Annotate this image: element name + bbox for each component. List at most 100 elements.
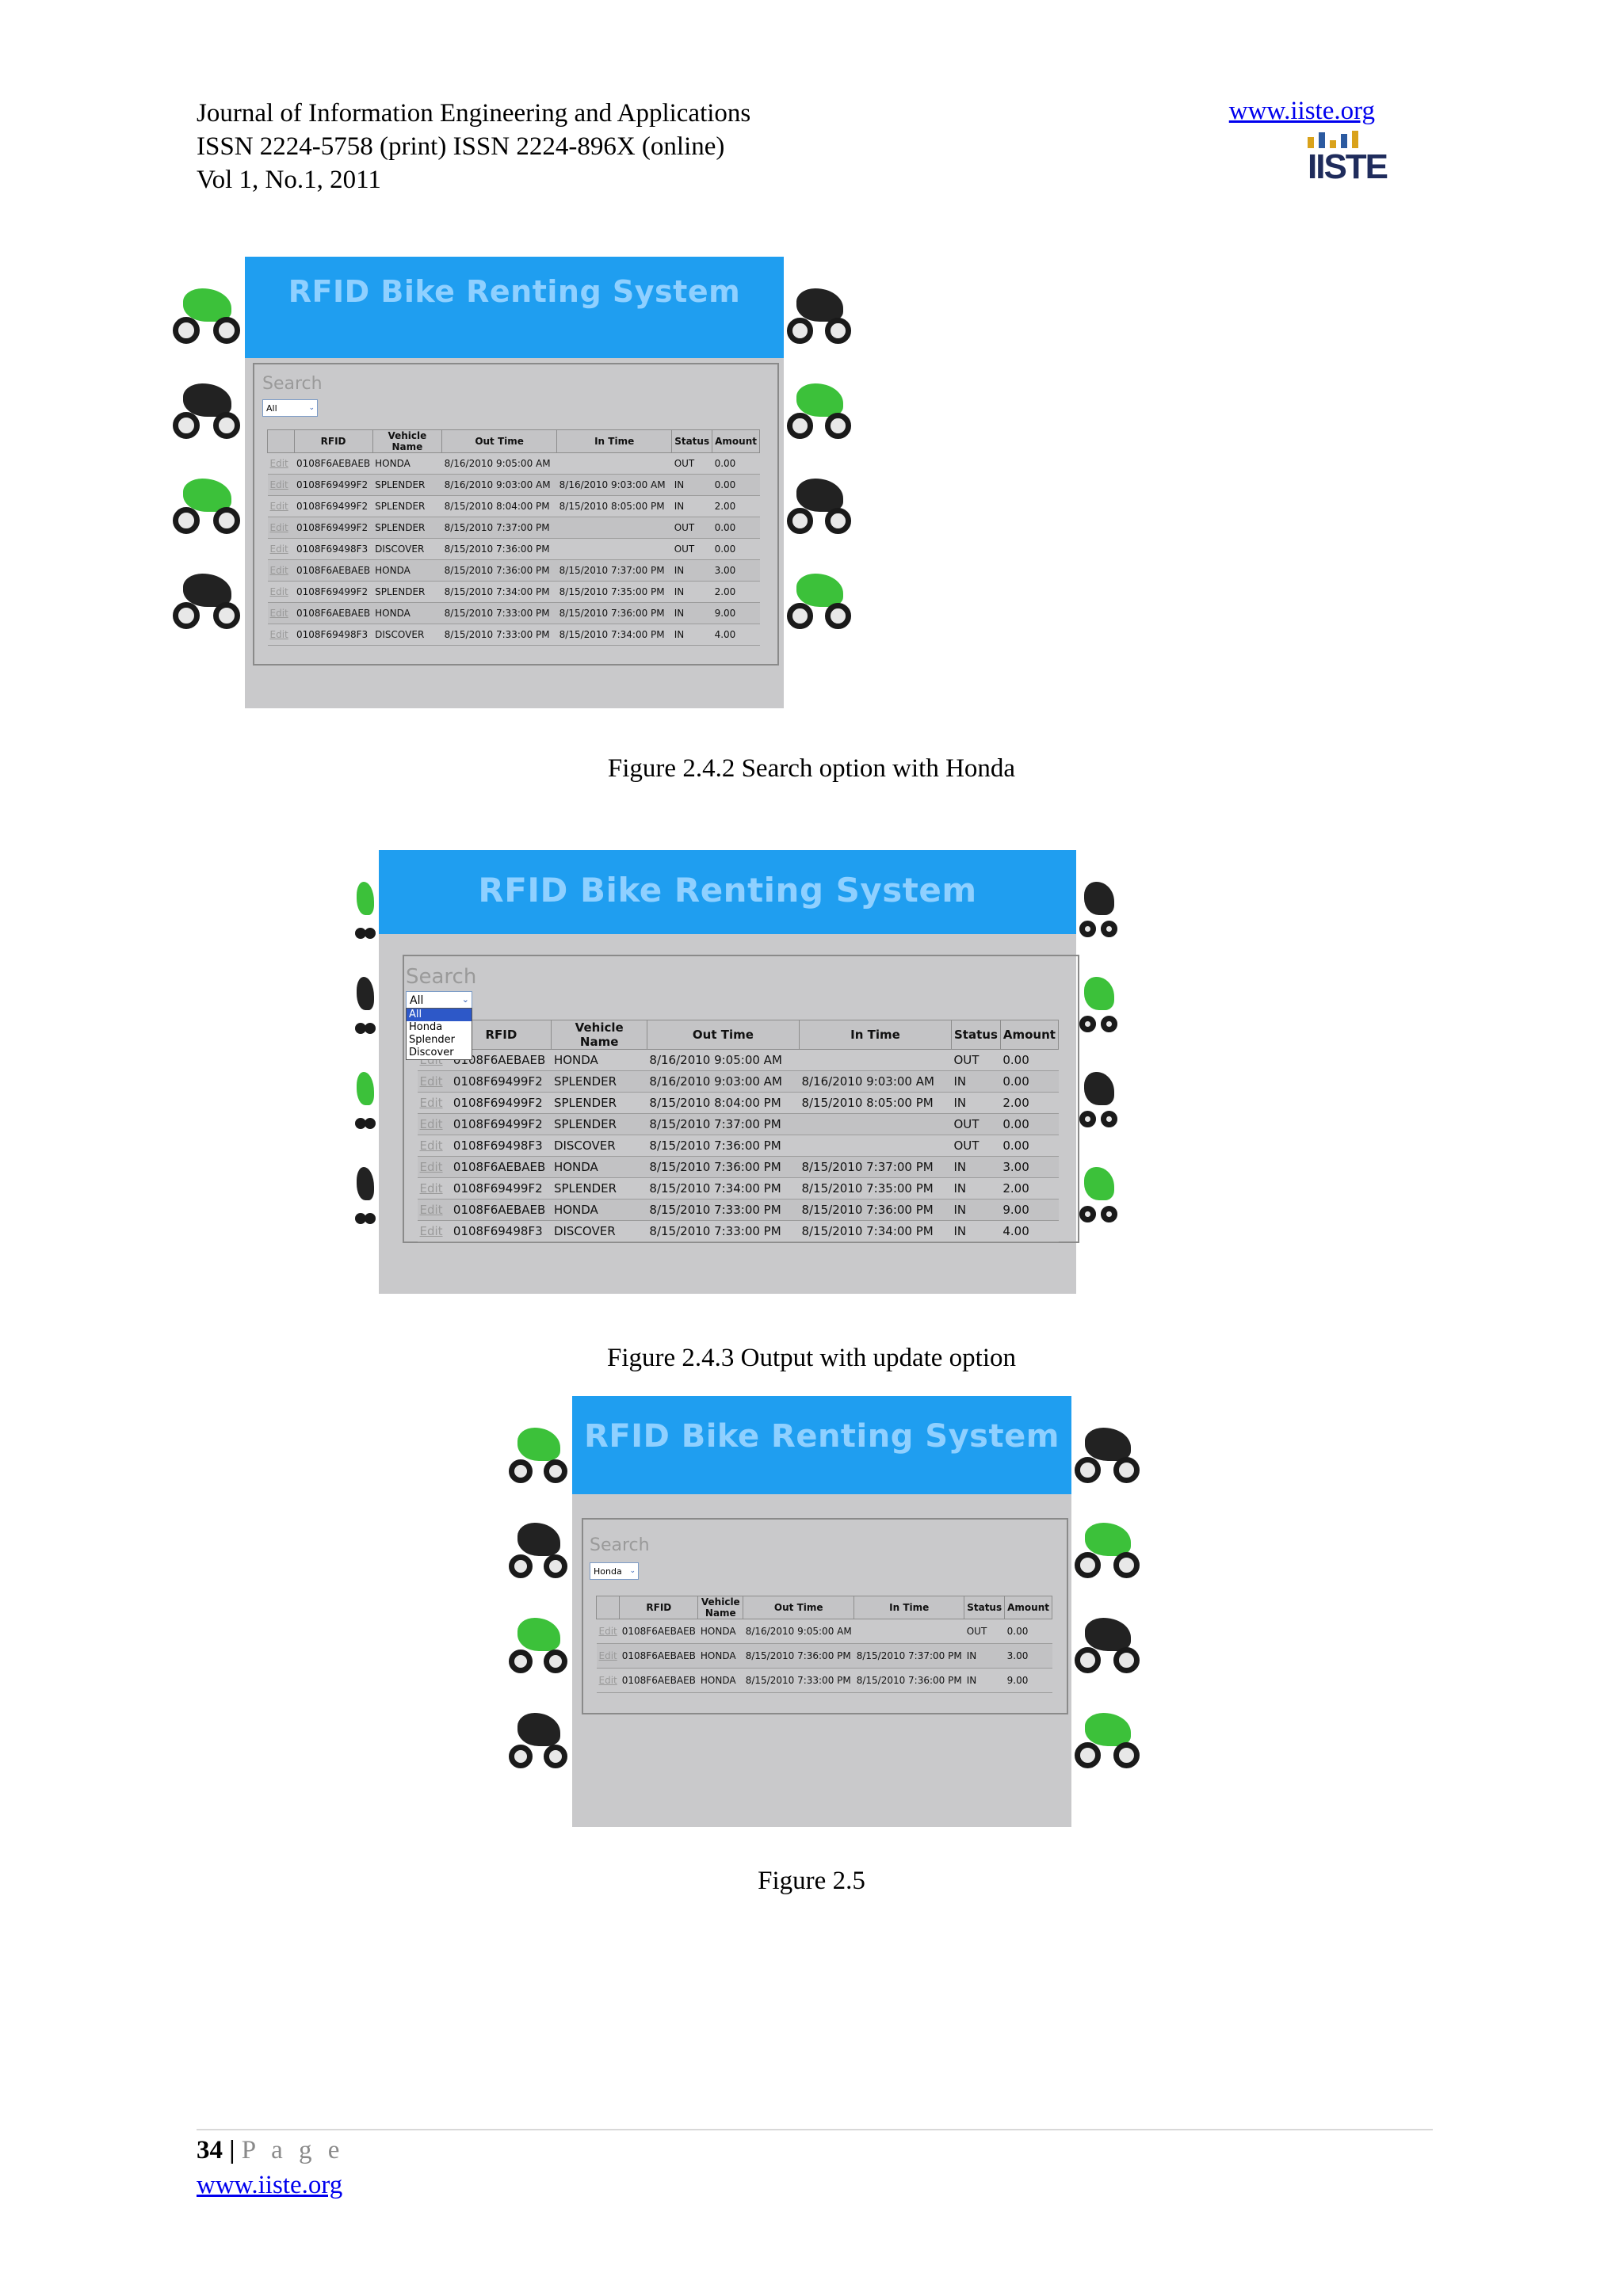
- table-cell: 8/15/2010 7:36:00 PM: [799, 1199, 952, 1221]
- edit-link[interactable]: Edit: [267, 495, 295, 517]
- table-cell: 0108F69499F2: [294, 495, 373, 517]
- chevron-down-icon[interactable]: ⌄: [629, 1567, 636, 1575]
- search-panel: [253, 363, 779, 666]
- page-footer: 34 | P a g e: [197, 2136, 344, 2165]
- edit-link[interactable]: Edit: [596, 1668, 620, 1693]
- table-cell: 8/15/2010 7:36:00 PM: [647, 1135, 800, 1157]
- table-cell: 8/15/2010 7:33:00 PM: [743, 1668, 854, 1693]
- dropdown-option[interactable]: All: [407, 1009, 472, 1021]
- table-cell: 0108F6AEBAEB: [619, 1643, 698, 1669]
- dropdown-option[interactable]: Honda: [409, 1021, 443, 1033]
- edit-link[interactable]: Edit: [267, 474, 295, 496]
- table-cell: 8/16/2010 9:03:00 AM: [647, 1070, 800, 1093]
- table-cell: [556, 538, 672, 560]
- edit-link[interactable]: Edit: [417, 1220, 451, 1242]
- table-cell: 9.00: [1004, 1668, 1052, 1693]
- table-cell: 0.00: [712, 452, 760, 475]
- vehicle-filter-select[interactable]: All ⌄: [406, 991, 472, 1009]
- column-header: Vehicle Name: [697, 1596, 744, 1619]
- footer-url-link[interactable]: www.iiste.org: [197, 2171, 343, 2199]
- vehicle-filter-select[interactable]: All⌄: [262, 399, 318, 417]
- column-header: Vehicle Name: [372, 429, 443, 453]
- select-value: All: [410, 994, 424, 1007]
- table-cell: OUT: [671, 517, 712, 539]
- bike-body: [517, 1523, 560, 1556]
- table-cell: 0108F6AEBAEB: [619, 1668, 698, 1693]
- edit-link[interactable]: Edit: [596, 1643, 620, 1669]
- search-panel: [582, 1518, 1068, 1714]
- table-cell: 0.00: [1000, 1049, 1059, 1071]
- header-url-link[interactable]: www.iiste.org: [1228, 97, 1375, 125]
- table-cell: SPLENDER: [551, 1092, 647, 1114]
- edit-link[interactable]: Edit: [267, 602, 295, 624]
- wheel-icon: [1075, 1646, 1102, 1673]
- motorcycle-image: [1071, 1404, 1144, 1491]
- journal-header: Journal of Information Engineering and A…: [197, 97, 750, 196]
- edit-link[interactable]: Edit: [267, 517, 295, 539]
- app-title: RFID Bike Renting System: [584, 1418, 1060, 1455]
- wheel-icon: [212, 601, 240, 629]
- edit-link[interactable]: Edit: [267, 538, 295, 560]
- table-cell: SPLENDER: [372, 495, 442, 517]
- bike-body: [183, 479, 231, 512]
- chevron-down-icon[interactable]: ⌄: [308, 404, 315, 412]
- edit-link[interactable]: Edit: [417, 1135, 451, 1157]
- table-cell: 8/16/2010 9:03:00 AM: [556, 474, 672, 496]
- table-cell: 8/15/2010 7:37:00 PM: [647, 1113, 800, 1135]
- column-header: [267, 429, 295, 453]
- table-cell: HONDA: [551, 1199, 647, 1221]
- edit-link[interactable]: Edit: [267, 559, 295, 582]
- table-cell: 8/15/2010 7:34:00 PM: [556, 624, 672, 646]
- table-cell: 4.00: [1000, 1220, 1059, 1242]
- edit-link[interactable]: Edit: [596, 1619, 620, 1644]
- bike-body: [357, 977, 374, 1010]
- table-cell: 0108F69499F2: [450, 1177, 552, 1199]
- table-cell: DISCOVER: [372, 624, 442, 646]
- dropdown-option[interactable]: Discover: [409, 1047, 454, 1058]
- edit-link[interactable]: Edit: [417, 1092, 451, 1114]
- journal-volume: Vol 1, No.1, 2011: [197, 166, 381, 194]
- wheel-icon: [173, 601, 200, 629]
- column-header: [595, 1596, 621, 1619]
- table-cell: 4.00: [712, 624, 760, 646]
- edit-link[interactable]: Edit: [417, 1156, 451, 1178]
- bike-body: [517, 1618, 560, 1651]
- edit-link[interactable]: Edit: [267, 581, 295, 603]
- edit-link[interactable]: Edit: [417, 1199, 451, 1221]
- figure-caption: Figure 2.5: [758, 1867, 865, 1895]
- edit-link[interactable]: Edit: [267, 452, 295, 475]
- edit-link[interactable]: Edit: [417, 1177, 451, 1199]
- motorcycle-image: [1076, 858, 1122, 945]
- table-cell: IN: [671, 624, 712, 646]
- table-cell: 0108F6AEBAEB: [450, 1199, 552, 1221]
- vehicle-filter-select[interactable]: Honda⌄: [590, 1562, 639, 1580]
- motorcycle-image: [1071, 1689, 1144, 1776]
- edit-link[interactable]: Edit: [417, 1070, 451, 1093]
- wheel-icon: [1079, 1206, 1096, 1222]
- motorcycle-image: [352, 1143, 379, 1230]
- journal-title: Journal of Information Engineering and A…: [197, 99, 751, 128]
- bike-body: [517, 1713, 560, 1746]
- table-cell: 8/15/2010 8:05:00 PM: [556, 495, 672, 517]
- edit-link[interactable]: Edit: [417, 1113, 451, 1135]
- table-cell: 9.00: [1000, 1199, 1059, 1221]
- wheel-icon: [543, 1649, 567, 1673]
- table-cell: 8/15/2010 7:36:00 PM: [854, 1668, 964, 1693]
- table-cell: 8/15/2010 7:36:00 PM: [556, 602, 672, 624]
- edit-link[interactable]: Edit: [267, 624, 295, 646]
- bike-body: [517, 1428, 560, 1461]
- table-cell: 3.00: [712, 559, 760, 582]
- table-cell: 0108F69499F2: [294, 581, 373, 603]
- dropdown-option[interactable]: Splender: [409, 1034, 455, 1046]
- table-cell: 0.00: [712, 517, 760, 539]
- chevron-down-icon[interactable]: ⌄: [461, 994, 469, 1005]
